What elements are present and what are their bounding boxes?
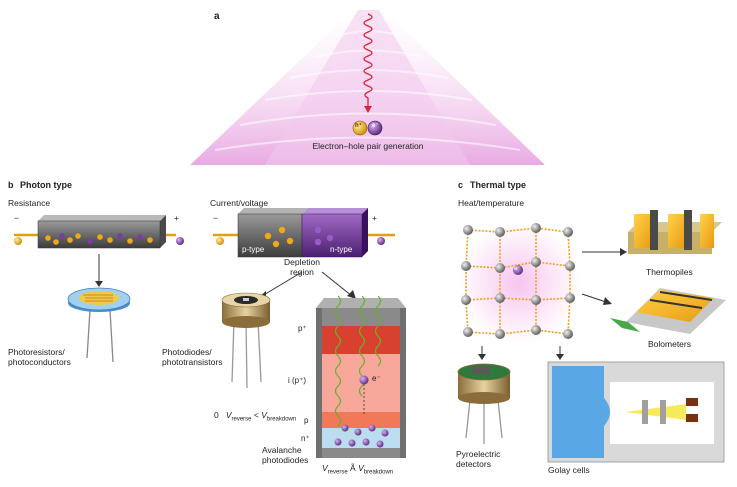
pyroelectric-label: Pyroelectric detectors [456, 449, 501, 469]
av-cond-op: Ã [347, 463, 359, 473]
pyroelectric-device [457, 363, 511, 444]
photodiode-condition: 0 Vreverse < Vbreakdown [214, 410, 297, 424]
current-plus: + [372, 213, 377, 223]
glow-fan-inner [265, 10, 470, 165]
panel-a-caption: Electron–hole pair generation [312, 141, 424, 151]
lattice-atoms [461, 223, 575, 339]
condition-v2: V [261, 410, 267, 420]
av-cond-v1: V [322, 463, 328, 473]
av-cond-sub1: reverse [327, 469, 348, 476]
condition-sub2: breakdown [266, 416, 297, 423]
avalanche-stack [316, 295, 406, 458]
n-type-region [301, 213, 363, 258]
resistance-bar [14, 215, 184, 287]
layer-n-plus: n⁺ [301, 434, 310, 443]
hole-marker [14, 237, 22, 245]
thermal-lattice [458, 222, 627, 360]
p-type-label: p-type [242, 245, 265, 254]
hole-sphere [352, 120, 368, 136]
electron-symbol: e⁻ [372, 123, 379, 129]
photoresistor-device [67, 287, 131, 363]
bolometer-device [610, 288, 726, 334]
p-plus-layer [316, 326, 406, 354]
resistance-minus: − [14, 213, 19, 223]
current-heading: Current/voltage [210, 198, 269, 208]
carrier-dots [45, 233, 153, 245]
photoresistor-label: Photoresistors/ photoconductors [8, 347, 71, 367]
resistance-plus: + [174, 213, 179, 223]
layer-i: i (p⁺) [288, 376, 306, 385]
lattice-springs [465, 227, 571, 335]
panel-b-label: b [8, 180, 14, 190]
avalanche-condition: Vreverse Ã Vbreakdown [322, 463, 394, 477]
current-minus: − [213, 213, 218, 223]
electron-marker [176, 237, 184, 245]
depletion-region-label: Depletion region [284, 257, 320, 277]
resistance-heading: Resistance [8, 198, 51, 208]
condition-zero: 0 [214, 410, 219, 420]
av-cond-v2: V [358, 463, 364, 473]
glow-wavefronts [214, 30, 521, 151]
panel-a-illustration [190, 8, 545, 165]
thermopiles-label: Thermopiles [646, 267, 693, 277]
heat-heading: Heat/temperature [458, 198, 525, 208]
photodiode-label: Photodiodes/ phototransistors [162, 347, 223, 367]
av-cond-sub2: breakdown [363, 469, 394, 476]
panel-c-label: c [458, 180, 464, 190]
condition-v1: V [225, 410, 232, 420]
n-type-label: n-type [330, 245, 353, 254]
photon-arrowhead [364, 106, 372, 113]
condition-lt: < [251, 410, 262, 420]
panel-c-title: Thermal type [470, 180, 527, 190]
photon-wave [363, 13, 373, 106]
hole-symbol: h⁺ [355, 123, 362, 129]
condition-sub1: reverse [231, 416, 252, 423]
golay-cell-device [547, 361, 725, 463]
p-layer [316, 412, 406, 428]
panel-b-title: Photon type [20, 180, 72, 190]
panel-a-label: a [214, 11, 220, 22]
photodiode-device [221, 292, 271, 389]
layer-p: p [304, 416, 309, 425]
lattice-electron: e⁻ [514, 266, 521, 272]
pn-junction-bar [213, 208, 395, 299]
avalanche-label: Avalanche photodiodes [262, 445, 309, 465]
avalanche-electron: e⁻ [372, 374, 381, 383]
golay-label: Golay cells [548, 465, 590, 475]
bolometers-label: Bolometers [648, 339, 691, 349]
electron-sphere [367, 120, 383, 136]
layer-p-plus: p⁺ [298, 324, 307, 333]
thermopile-device [628, 210, 722, 254]
